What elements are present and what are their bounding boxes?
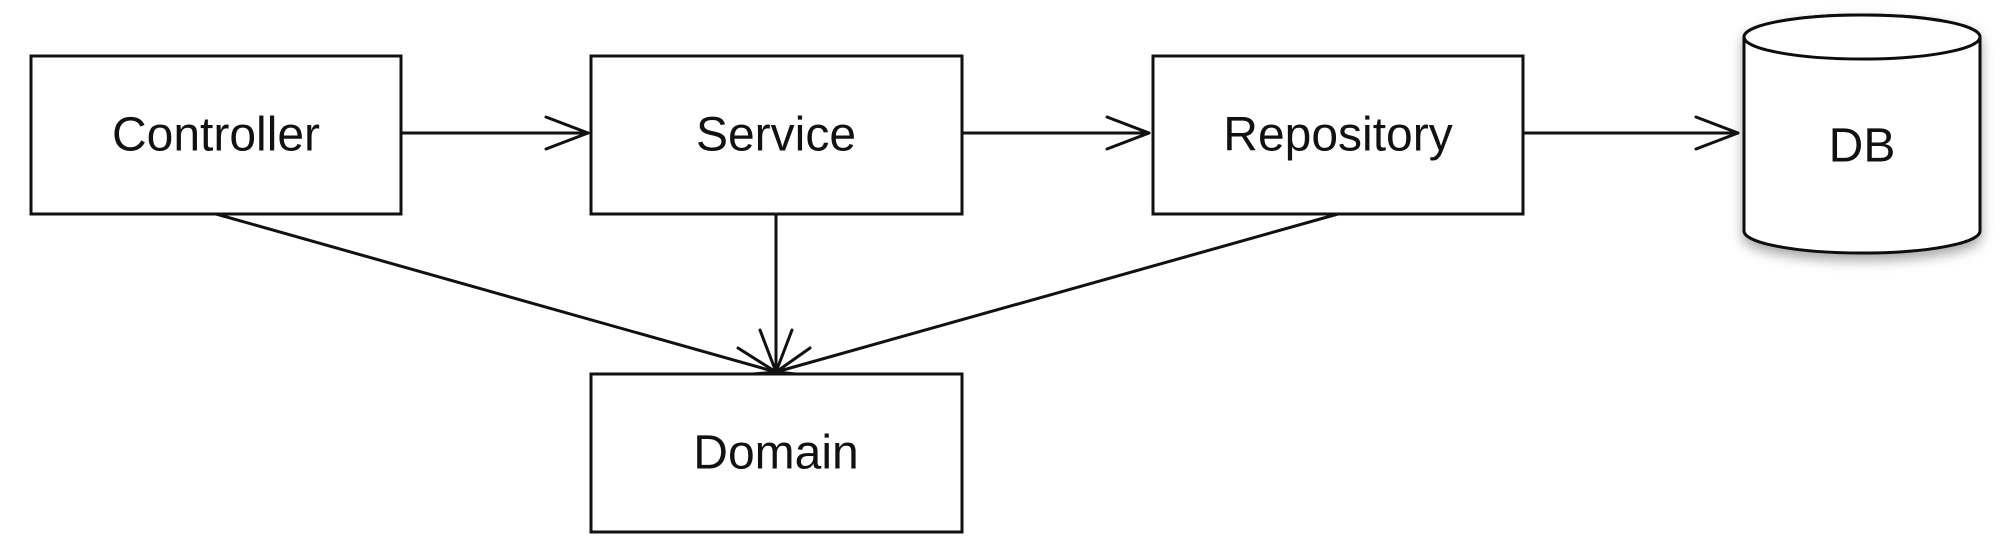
db-label: DB xyxy=(1829,120,1896,173)
repository-node: Repository xyxy=(1151,54,1525,216)
edge-repository-to-db xyxy=(1521,115,1740,151)
edge-controller-to-domain xyxy=(214,212,778,374)
database-icon xyxy=(1742,13,1982,255)
edge-repository-to-domain xyxy=(774,212,1340,374)
service-label: Service xyxy=(696,109,856,162)
domain-node: Domain xyxy=(589,372,964,534)
repository-label: Repository xyxy=(1223,109,1452,162)
controller-node: Controller xyxy=(29,54,403,216)
service-node: Service xyxy=(589,54,964,216)
domain-label: Domain xyxy=(693,427,858,480)
controller-label: Controller xyxy=(112,109,320,162)
edge-controller-to-service xyxy=(399,115,590,151)
edge-service-to-repository xyxy=(960,115,1151,151)
db-node: DB xyxy=(1742,13,1982,255)
